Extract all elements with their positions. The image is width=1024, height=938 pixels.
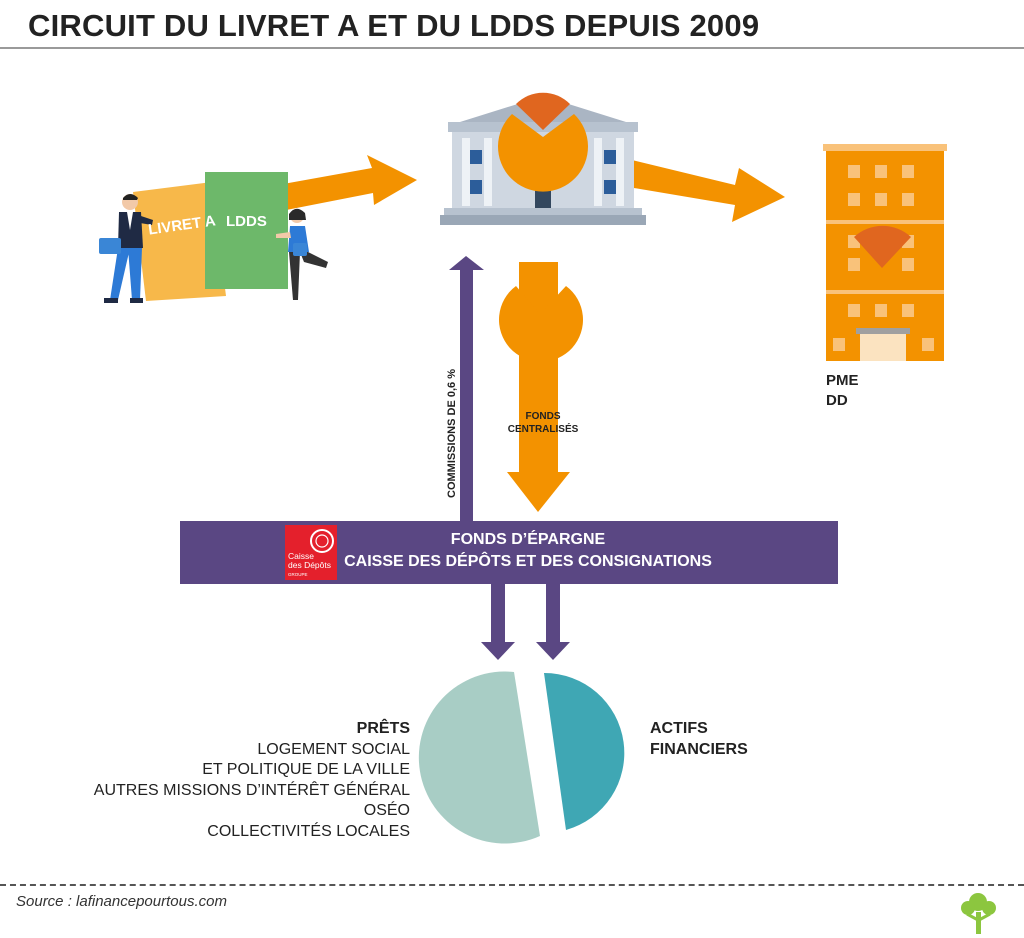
arrow-to-company [628,160,785,222]
down-arrow-actifs [536,584,570,660]
pie-prets-slice [418,671,540,844]
company-label: PME DD [826,371,859,411]
company-label-line2: DD [826,392,848,409]
arrow-to-bank [272,155,417,212]
actifs-line2: FINANCIERS [650,740,748,758]
commission-arrow [449,256,484,522]
businesswoman-icon [276,208,328,300]
caisse-des-depots-logo: Caisse des Dépôts GROUPE [285,525,337,580]
cdc-logo-line1: Caisse [288,551,314,561]
page-title: CIRCUIT DU LIVRET A ET DU LDDS DEPUIS 20… [28,8,760,43]
tree-logo-icon [961,893,996,934]
prets-item: AUTRES MISSIONS D’INTÉRÊT GÉNÉRAL [93,781,410,799]
bank-pie-slice [516,92,570,130]
centralized-funds-line1: FONDS [525,411,561,422]
commission-label: COMMISSIONS DE 0,6 % [446,369,458,498]
company-label-line1: PME [826,372,859,389]
banner-line2: CAISSE DES DÉPÔTS ET DES CONSIGNATIONS [344,553,712,570]
centralized-funds-line2: CENTRALISÉS [507,424,579,435]
prets-item: ET POLITIQUE DE LA VILLE [202,761,410,778]
banner-text: FONDS D’ÉPARGNE CAISSE DES DÉPÔTS ET DES… [338,529,718,573]
centralized-funds-label: FONDS CENTRALISÉS [498,410,588,436]
prets-title: PRÊTS [356,720,410,737]
cdc-logo-line2: des Dépôts [288,560,331,570]
bank-pie-body [498,114,589,192]
prets-item: OSÉO [363,802,410,819]
source-note: Source : lafinancepourtous.com [16,893,227,910]
prets-legend: PRÊTS LOGEMENT SOCIAL ET POLITIQUE DE LA… [60,719,410,842]
prets-item: COLLECTIVITÉS LOCALES [207,822,410,840]
arrow-pie-body [499,286,584,362]
title-divider [0,47,1024,49]
pie-actifs-slice [544,672,625,830]
ldds-label: LDDS [226,213,267,230]
actifs-legend: ACTIFS FINANCIERS [650,719,748,760]
banner-line1: FONDS D’ÉPARGNE [450,531,606,548]
down-arrow-prets [481,584,515,660]
circuit-diagram [99,92,947,844]
livret-a-card [133,182,226,301]
actifs-line1: ACTIFS [650,720,708,737]
company-pie-slice [854,225,911,268]
businessman-icon [99,194,153,303]
cdc-seal-icon: Caisse des Dépôts GROUPE [288,529,334,577]
cdc-logo-line3: GROUPE [288,572,308,577]
footer-divider [0,884,1024,886]
prets-item: LOGEMENT SOCIAL [257,740,410,758]
ldds-card [205,172,288,289]
